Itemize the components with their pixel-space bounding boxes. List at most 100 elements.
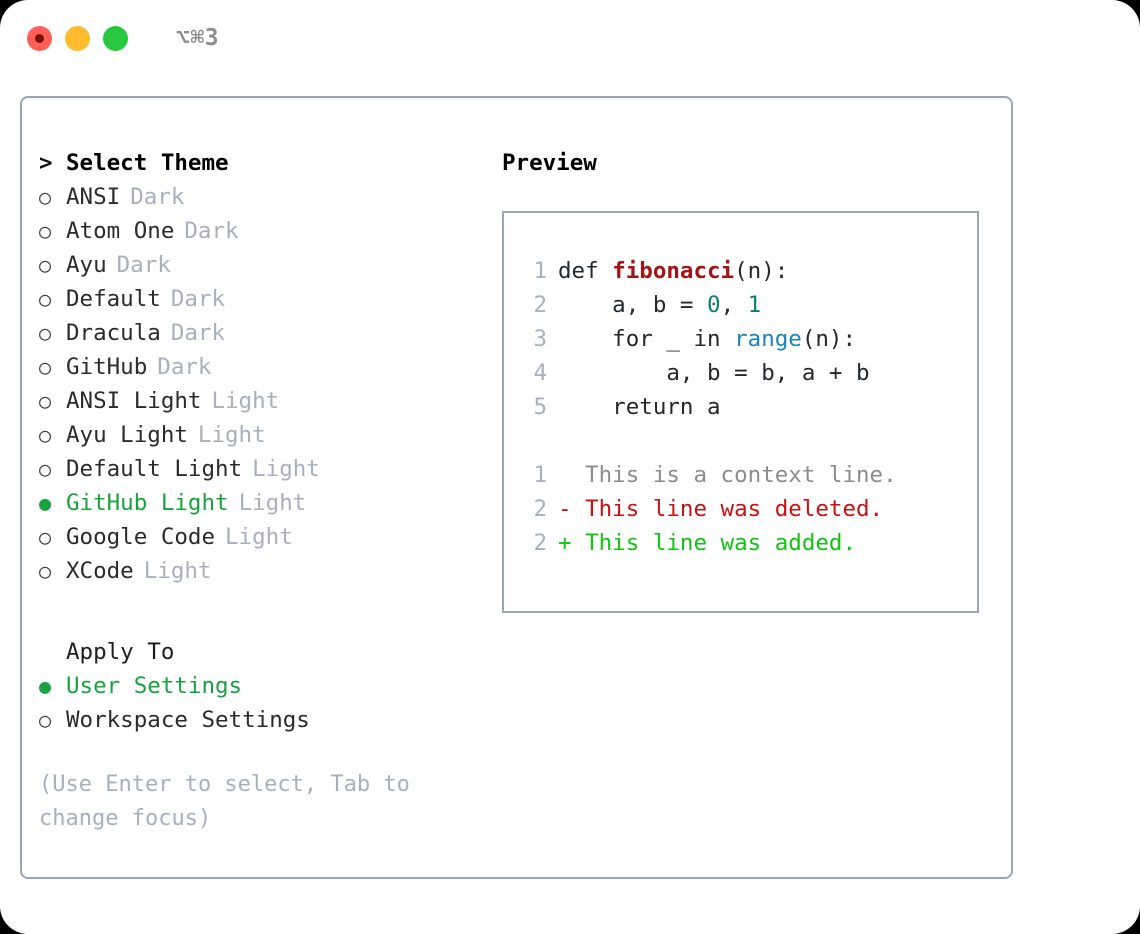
radio-unselected-icon: ○ [39, 355, 52, 379]
theme-item-tag: Light [252, 456, 320, 482]
theme-item-label: Google Code [66, 524, 216, 550]
code-token: (n): [734, 258, 789, 284]
radio-unselected-icon: ○ [39, 423, 52, 447]
theme-item-label: XCode [66, 558, 134, 584]
code-token: a, b = [558, 292, 708, 318]
theme-item-dracula[interactable]: ○ Dracula Dark [39, 316, 489, 350]
radio-unselected-icon: ○ [39, 321, 52, 345]
diff-line-deleted: 2 - This line was deleted. [517, 492, 977, 526]
code-content: def fibonacci(n): [558, 254, 788, 288]
line-number: 2 [533, 530, 547, 556]
keyboard-shortcut-label: ⌥⌘3 [176, 25, 220, 51]
section-spacer [39, 588, 489, 635]
theme-item-tag: Dark [157, 354, 212, 380]
theme-item-tag: Dark [170, 286, 226, 312]
apply-to-workspace-settings[interactable]: ○ Workspace Settings [39, 703, 489, 737]
code-token: (n): [801, 326, 857, 352]
theme-item-label: ANSI [66, 184, 121, 210]
diff-line-added: 2 + This line was added. [517, 526, 977, 560]
apply-to-option-label: Workspace Settings [66, 707, 310, 733]
theme-item-tag: Dark [130, 184, 185, 210]
code-token-number: 0 [707, 292, 721, 318]
theme-item-ansi-light[interactable]: ○ ANSI Light Light [39, 384, 489, 418]
diff-text: This line was added. [571, 530, 857, 556]
line-number: 1 [533, 258, 547, 284]
theme-item-default[interactable]: ○ Default Dark [39, 282, 489, 316]
theme-item-github-light[interactable]: ● GitHub Light Light [39, 486, 489, 520]
select-theme-title: Select Theme [66, 150, 229, 176]
theme-item-tag: Light [238, 490, 307, 516]
code-content: for _ in range(n): [558, 322, 856, 356]
minimize-button-icon[interactable] [65, 25, 90, 51]
radio-unselected-icon: ○ [39, 287, 52, 311]
window-controls [27, 25, 128, 51]
code-token-number: 1 [747, 292, 762, 318]
code-line: 3 for _ in range(n): [517, 322, 977, 356]
radio-selected-icon: ● [39, 674, 52, 698]
preview-box: 1 def fibonacci(n): 2 a, b = 0, 1 3 for … [502, 211, 979, 613]
code-content: return a [558, 394, 721, 420]
theme-item-label: Atom One [66, 218, 175, 244]
code-token: for _ in [558, 326, 735, 352]
diff-line-context: 1 This is a context line. [517, 458, 977, 492]
code-token: def [558, 258, 613, 284]
spacer-icon: ○ [39, 635, 66, 669]
theme-item-tag: Light [143, 558, 212, 584]
theme-item-default-light[interactable]: ○ Default Light Light [39, 452, 489, 486]
theme-item-xcode[interactable]: ○ XCode Light [39, 554, 489, 588]
apply-to-user-settings[interactable]: ● User Settings [39, 669, 489, 703]
diff-text: This line was deleted. [571, 496, 884, 522]
select-theme-header: > Select Theme [39, 146, 489, 180]
radio-unselected-icon: ○ [39, 559, 52, 583]
diff-marker: - [558, 496, 572, 522]
theme-item-label: ANSI Light [66, 388, 202, 414]
radio-unselected-icon: ○ [39, 389, 52, 413]
theme-item-github[interactable]: ○ GitHub Dark [39, 350, 489, 384]
apply-to-title: Apply To [66, 639, 175, 665]
radio-unselected-icon: ○ [39, 253, 52, 277]
theme-item-label: GitHub [66, 354, 148, 380]
radio-unselected-icon: ○ [39, 219, 52, 243]
theme-item-tag: Light [197, 422, 266, 448]
code-blank-line [517, 424, 977, 458]
theme-item-label: Ayu [66, 252, 107, 278]
code-token-function: fibonacci [612, 258, 735, 284]
apply-to-header: ○ Apply To [39, 635, 489, 669]
preview-column: Preview 1 def fibonacci(n): 2 a, b = 0, … [502, 146, 992, 613]
code-line: 1 def fibonacci(n): [517, 254, 977, 288]
apply-to-option-label: User Settings [66, 673, 243, 699]
theme-item-ansi[interactable]: ○ ANSI Dark [39, 180, 489, 214]
code-content: a, b = 0, 1 [558, 288, 761, 322]
code-content: a, b = b, a + b [558, 360, 870, 386]
theme-item-ayu[interactable]: ○ Ayu Dark [39, 248, 489, 282]
titlebar: ⌥⌘3 [0, 0, 1140, 76]
main-panel: > Select Theme ○ ANSI Dark ○ Atom One Da… [20, 96, 1013, 879]
keyboard-hint-text: (Use Enter to select, Tab to change focu… [39, 772, 424, 831]
line-number: 5 [533, 394, 547, 420]
theme-item-ayu-light[interactable]: ○ Ayu Light Light [39, 418, 489, 452]
radio-unselected-icon: ○ [39, 185, 52, 209]
close-dot-icon [35, 33, 44, 43]
diff-marker [558, 458, 572, 492]
theme-item-tag: Dark [184, 218, 239, 244]
code-token-builtin: range [734, 326, 802, 352]
preview-title: Preview [502, 150, 597, 176]
prompt-caret-icon: > [39, 150, 53, 176]
theme-item-label: GitHub Light [66, 490, 229, 516]
theme-item-label: Default [66, 286, 161, 312]
theme-selection-column: > Select Theme ○ ANSI Dark ○ Atom One Da… [39, 146, 489, 836]
theme-item-google-code[interactable]: ○ Google Code Light [39, 520, 489, 554]
theme-item-label: Dracula [66, 320, 161, 346]
radio-unselected-icon: ○ [39, 457, 52, 481]
theme-item-label: Ayu Light [66, 422, 188, 448]
line-number: 2 [533, 292, 547, 318]
radio-unselected-icon: ○ [39, 525, 52, 549]
theme-item-atom-one[interactable]: ○ Atom One Dark [39, 214, 489, 248]
theme-item-tag: Dark [170, 320, 226, 346]
line-number: 4 [533, 360, 547, 386]
diff-text: This is a context line. [571, 462, 897, 488]
close-button-icon[interactable] [27, 25, 52, 51]
maximize-button-icon[interactable] [103, 25, 128, 51]
code-line: 5 return a [517, 390, 977, 424]
